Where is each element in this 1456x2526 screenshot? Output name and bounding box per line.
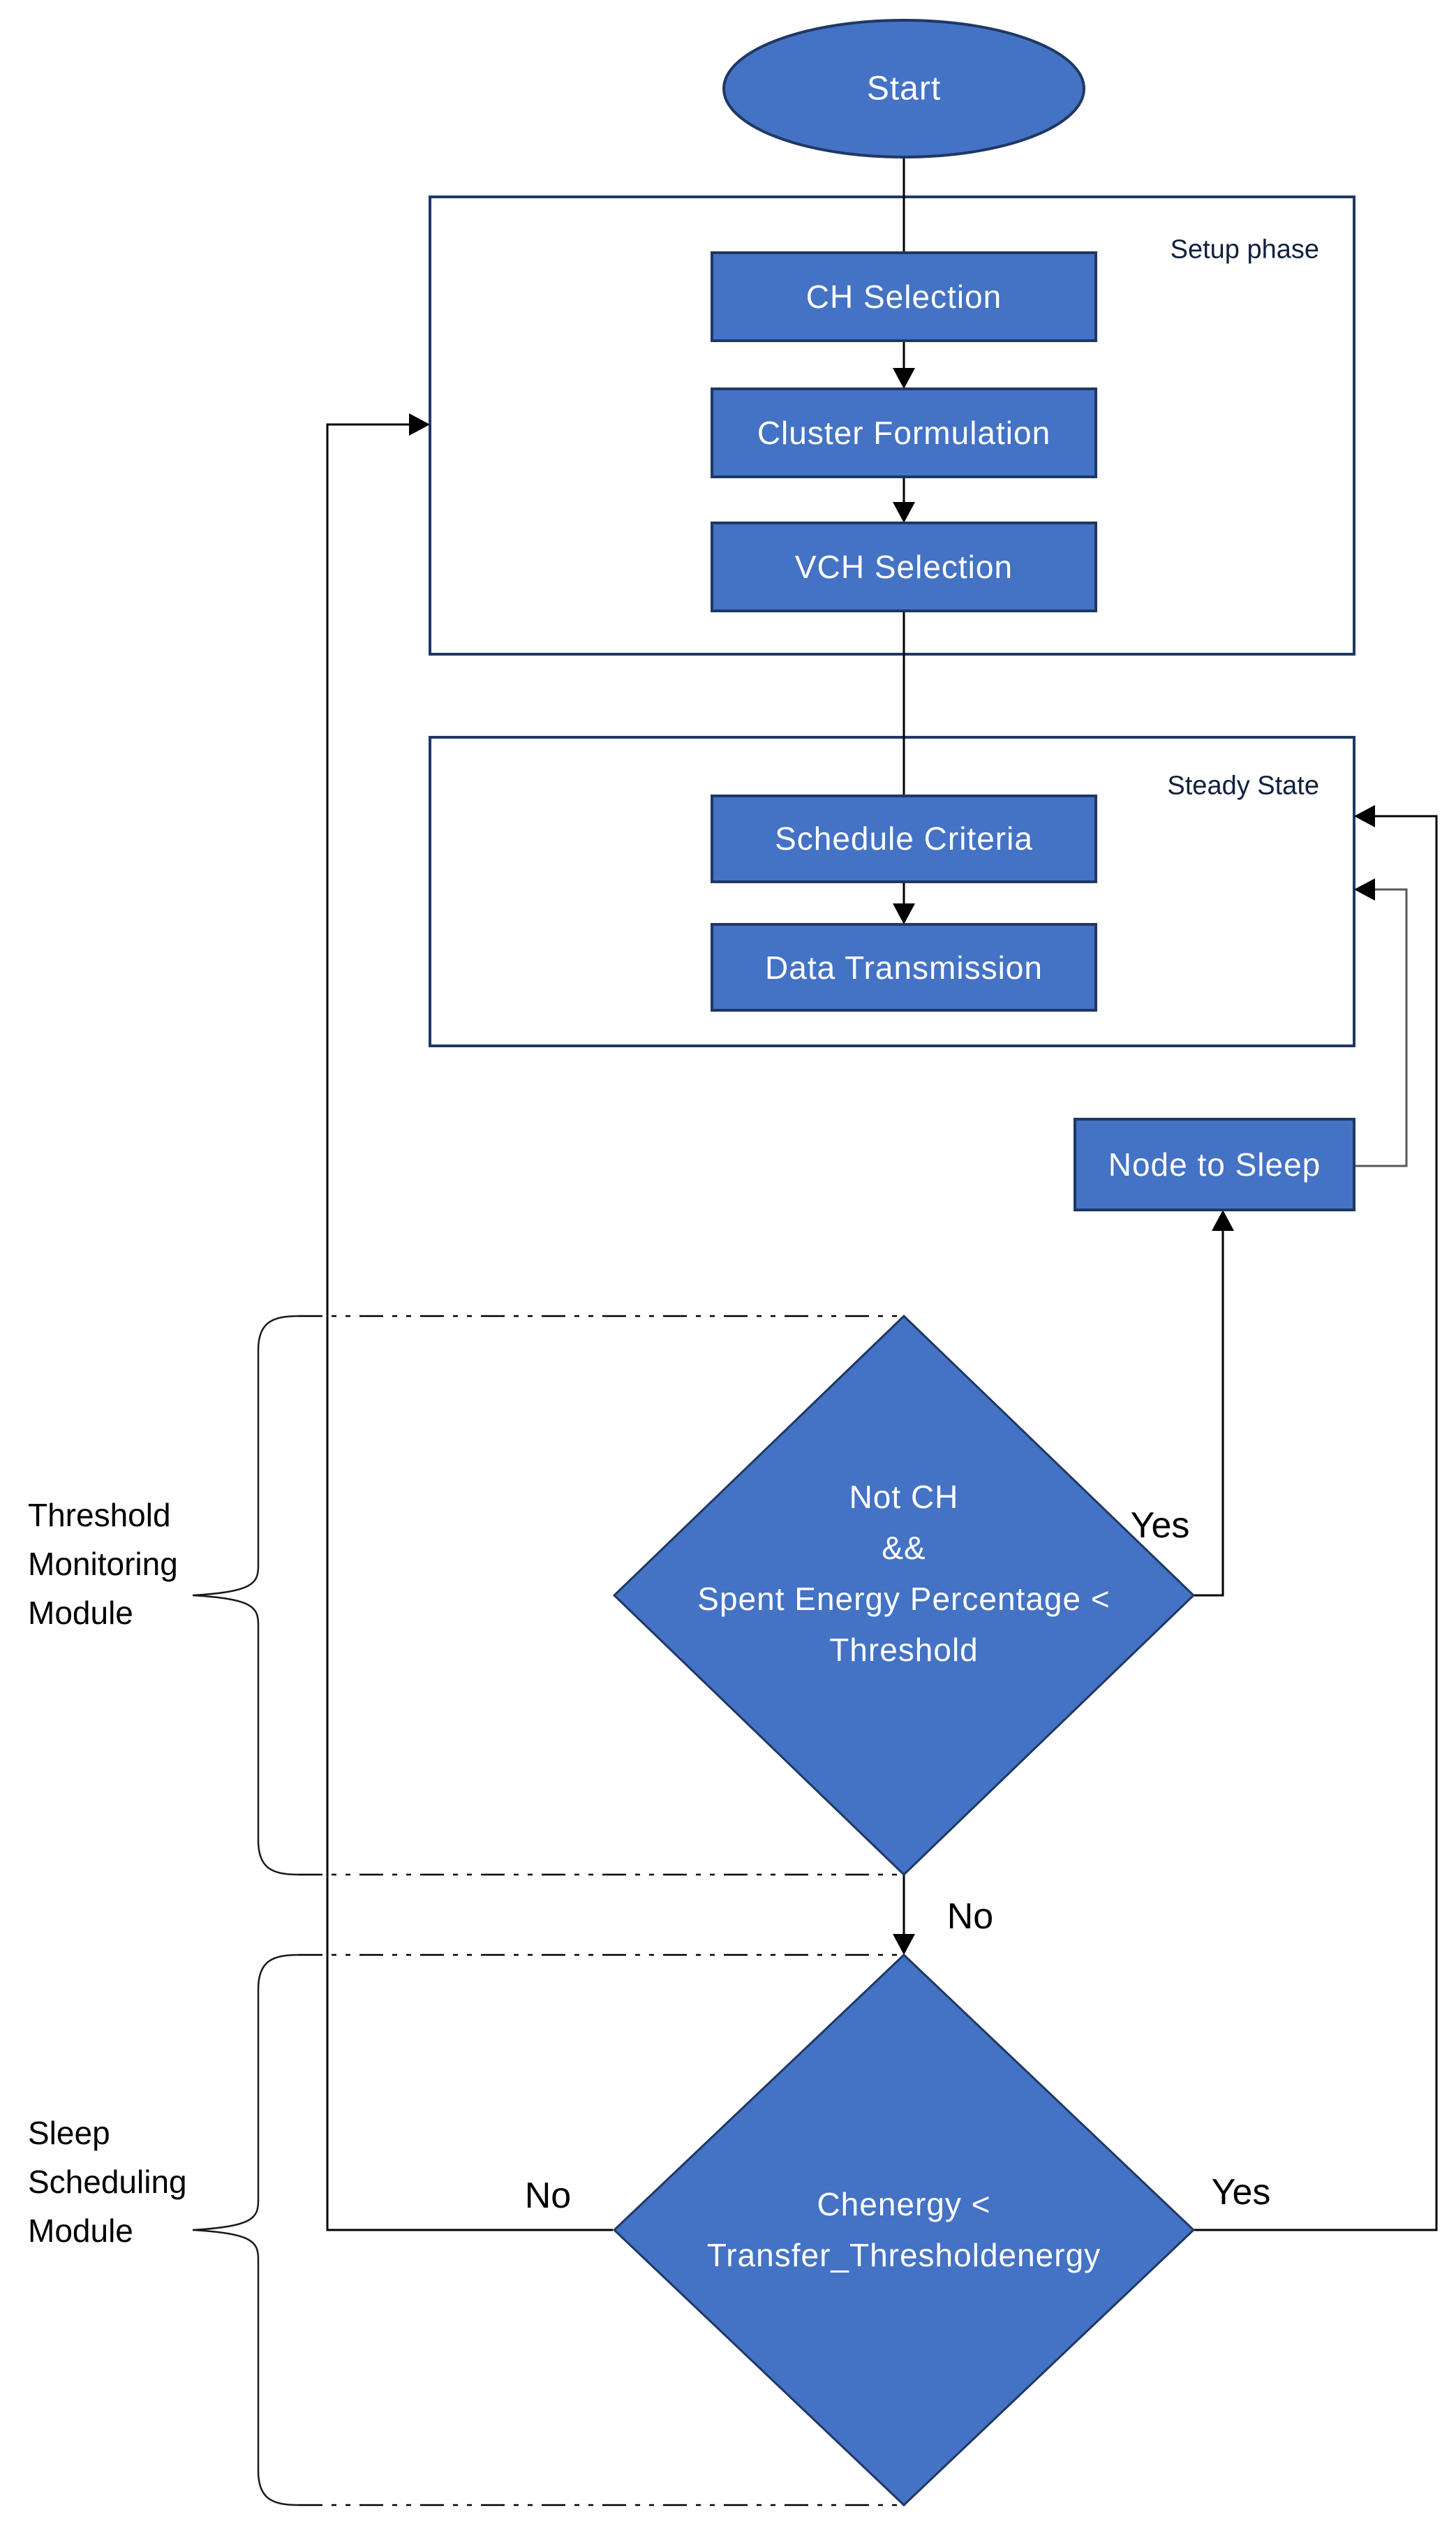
- data-transmission-box: [711, 923, 1097, 1012]
- arrowhead-left-sleep-loop: [1354, 878, 1375, 901]
- cluster-formulation-box: [711, 387, 1097, 478]
- node-to-sleep-box: [1074, 1118, 1355, 1211]
- arrowheads: [409, 368, 1375, 1955]
- node-to-sleep-label: Node to Sleep: [1108, 1146, 1321, 1183]
- decision2-line2: Transfer_Thresholdenergy: [706, 2237, 1101, 2273]
- threshold-module-line2: Monitoring: [28, 1546, 178, 1582]
- decision1-line4: Threshold: [829, 1632, 979, 1668]
- sleep-scheduling-module-label: Sleep Scheduling Module: [28, 2108, 187, 2255]
- steady-state-title: Steady State: [1167, 771, 1319, 801]
- edge-decision1-yes-to-sleep: [1194, 1231, 1224, 1597]
- start-ellipse: [722, 19, 1085, 158]
- module-boundary-lines: [299, 1315, 904, 2506]
- decision1-line3: Spent Energy Percentage <: [697, 1581, 1110, 1617]
- arrowhead-down-cluster: [893, 368, 915, 389]
- start-label: Start: [866, 70, 942, 108]
- threshold-module-line3: Module: [28, 1595, 133, 1631]
- setup-phase-title: Setup phase: [1170, 235, 1319, 265]
- brace-threshold-module: [192, 1315, 299, 1876]
- vch-selection-box: [711, 522, 1097, 612]
- decision2-text: Chenergy < Transfer_Thresholdenergy: [707, 2179, 1101, 2281]
- decision1-yes-label: Yes: [1130, 1505, 1190, 1546]
- decision1-line1: Not CH: [849, 1479, 959, 1515]
- sleep-module-line1: Sleep: [28, 2115, 110, 2151]
- data-transmission-label: Data Transmission: [765, 950, 1043, 986]
- decision2-line1: Chenergy <: [817, 2186, 991, 2222]
- threshold-module-line1: Threshold: [28, 1497, 171, 1533]
- vch-selection-label: VCH Selection: [794, 549, 1013, 585]
- ch-selection-label: CH Selection: [805, 279, 1002, 315]
- decision2-diamond: [612, 1953, 1196, 2507]
- decision1-text: Not CH && Spent Energy Percentage < Thre…: [697, 1472, 1110, 1676]
- schedule-criteria-box: [711, 795, 1097, 883]
- edge-sleep-loop: [1354, 888, 1408, 1167]
- arrowhead-right-setup-entry: [409, 413, 430, 436]
- threshold-monitoring-module-label: Threshold Monitoring Module: [28, 1491, 178, 1637]
- decision1-diamond: [612, 1314, 1196, 1877]
- arrowhead-down-vch: [893, 502, 915, 523]
- edge-decision2-yes-loop: [1194, 815, 1438, 2231]
- decision1-line2: &&: [882, 1530, 926, 1566]
- ch-selection-box: [711, 251, 1097, 342]
- flow-connectors: [326, 157, 1438, 2231]
- module-braces: [192, 1315, 299, 2506]
- decision2-yes-label: Yes: [1211, 2172, 1271, 2213]
- arrowhead-up-node-to-sleep: [1212, 1210, 1234, 1231]
- arrowhead-down-data: [893, 903, 915, 924]
- sleep-module-line2: Scheduling: [28, 2164, 187, 2200]
- arrowhead-left-yes-loop: [1354, 805, 1375, 827]
- schedule-criteria-label: Schedule Criteria: [775, 820, 1033, 857]
- edge-decision2-no-loop: [326, 423, 613, 2231]
- brace-sleep-module: [192, 1953, 299, 2506]
- arrowhead-down-decision2: [893, 1934, 915, 1955]
- sleep-module-line3: Module: [28, 2213, 133, 2249]
- decision1-no-label: No: [946, 1896, 994, 1937]
- cluster-formulation-label: Cluster Formulation: [757, 415, 1051, 451]
- decision2-no-label: No: [524, 2176, 572, 2216]
